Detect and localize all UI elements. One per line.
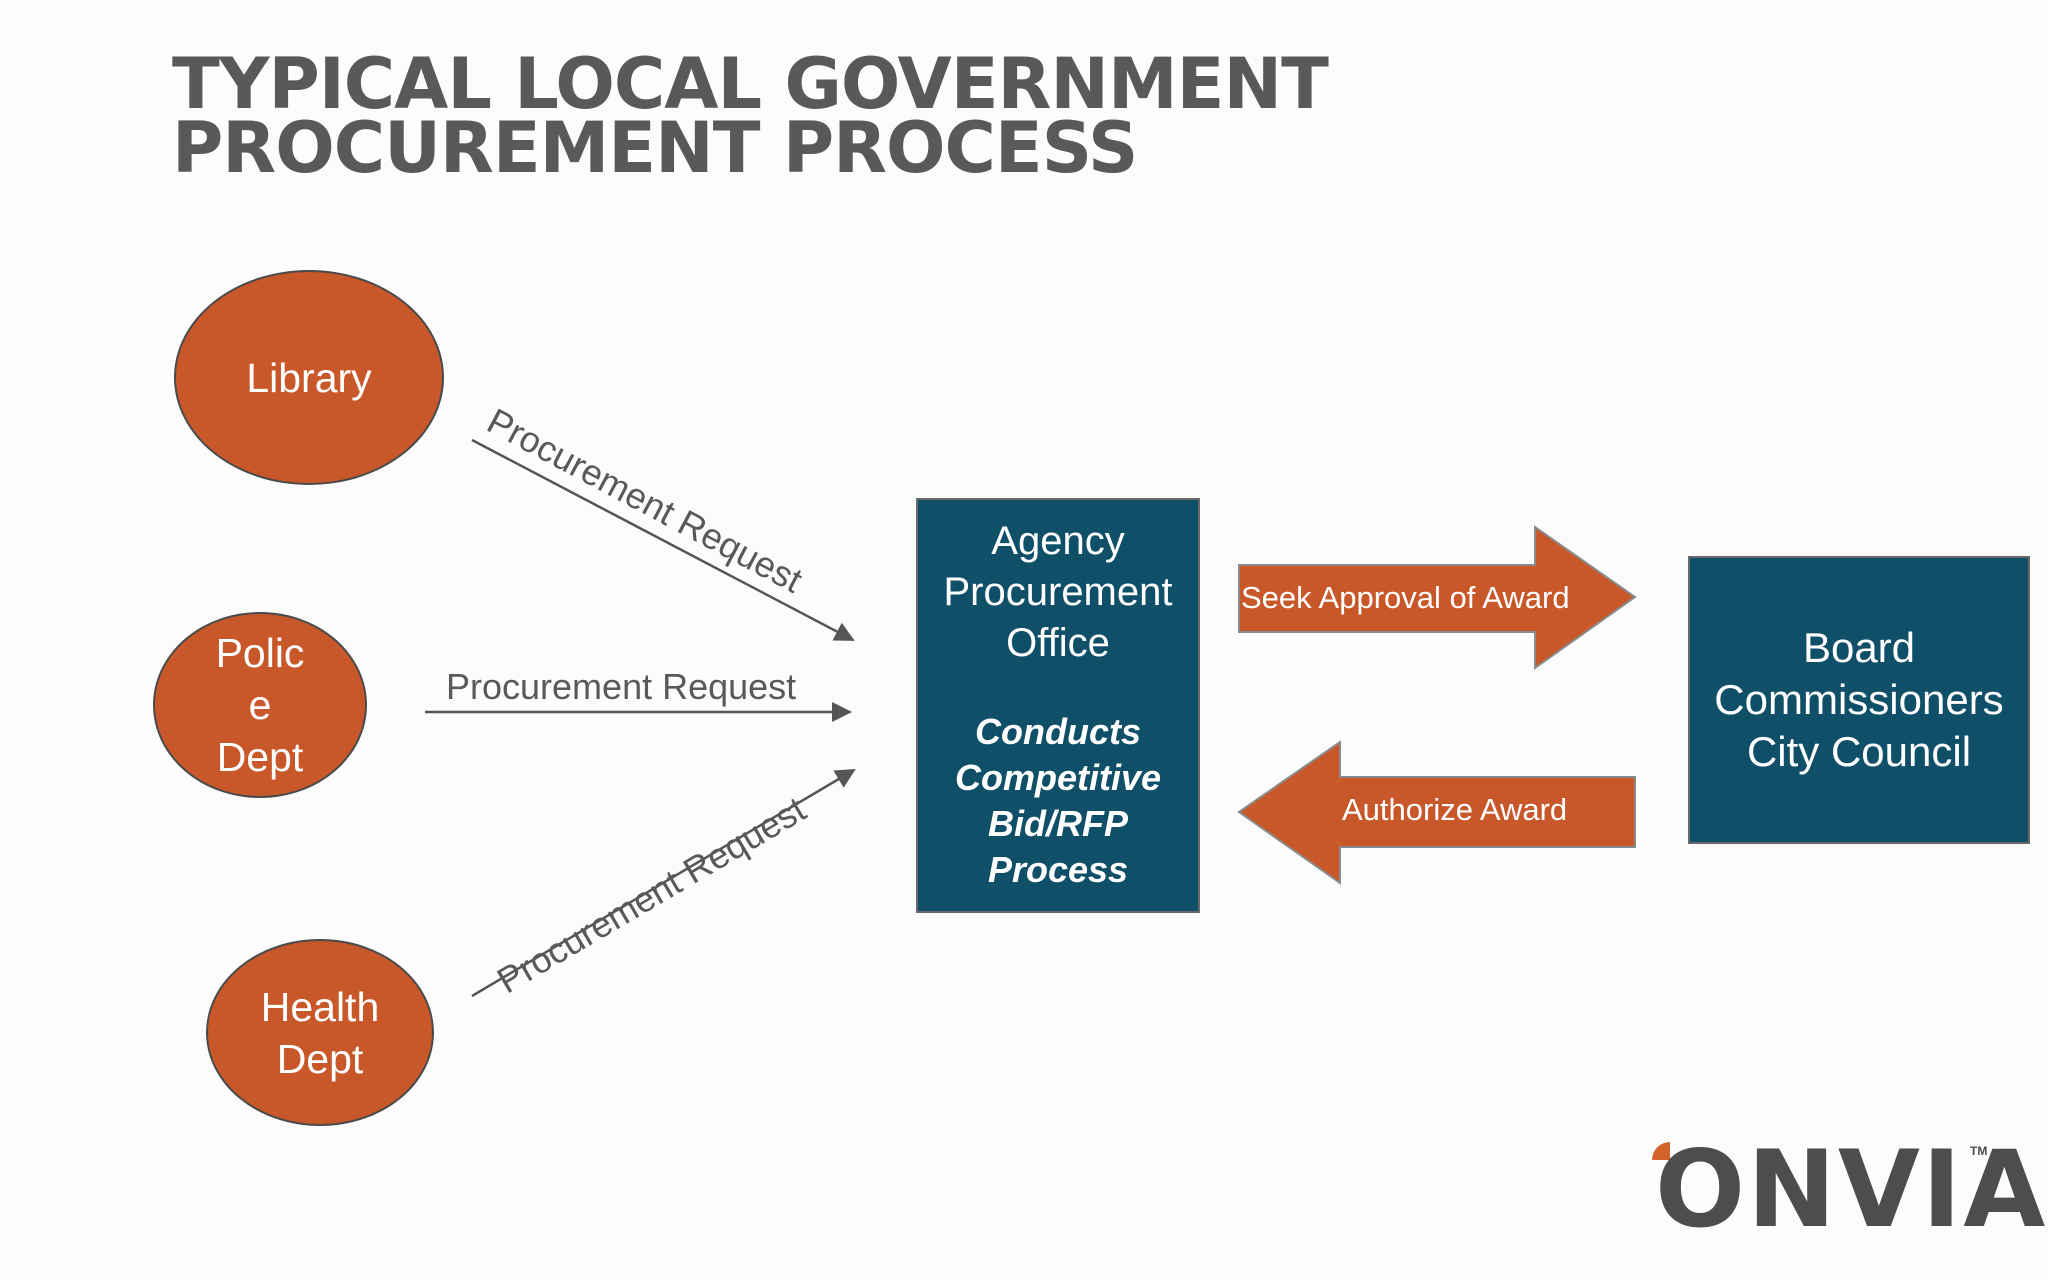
police-dept-label: Polic e Dept: [215, 630, 305, 780]
library-label: Library: [246, 354, 372, 401]
seek-approval-arrow: [1238, 525, 1637, 670]
agency-name: Agency Procurement Office: [943, 519, 1173, 665]
police-dept-node: Polic e Dept: [153, 612, 367, 798]
board-label: Board Commissioners City Council: [1714, 624, 2004, 775]
agency-procurement-office: Agency Procurement Office Conducts Compe…: [916, 498, 1200, 913]
flow-line-library: [471, 438, 855, 642]
board-city-council: Board Commissioners City Council: [1688, 556, 2030, 844]
page-title: TYPICAL LOCAL GOVERNMENT PROCUREMENT PRO…: [172, 43, 1329, 189]
authorize-award-arrow: [1237, 740, 1636, 885]
authorize-award-label: Authorize Award: [1342, 792, 1568, 827]
flow-line-health: [471, 768, 856, 998]
agency-task: Conducts Competitive Bid/RFP Process: [954, 711, 1162, 890]
seek-approval-label: Seek Approval of Award: [1241, 580, 1570, 615]
health-dept-label: Health Dept: [260, 983, 380, 1082]
library-node: Library: [174, 270, 444, 485]
title-line-1: TYPICAL LOCAL GOVERNMENT: [172, 43, 1329, 125]
health-dept-node: Health Dept: [206, 939, 434, 1126]
flow-label-police: Procurement Request: [446, 666, 797, 707]
trademark-mark: TM: [1970, 1144, 1988, 1158]
onvia-logo-accent: [1652, 1142, 1670, 1160]
onvia-logo: ONVIA: [1655, 1128, 2048, 1251]
title-line-2: PROCUREMENT PROCESS: [172, 107, 1138, 189]
